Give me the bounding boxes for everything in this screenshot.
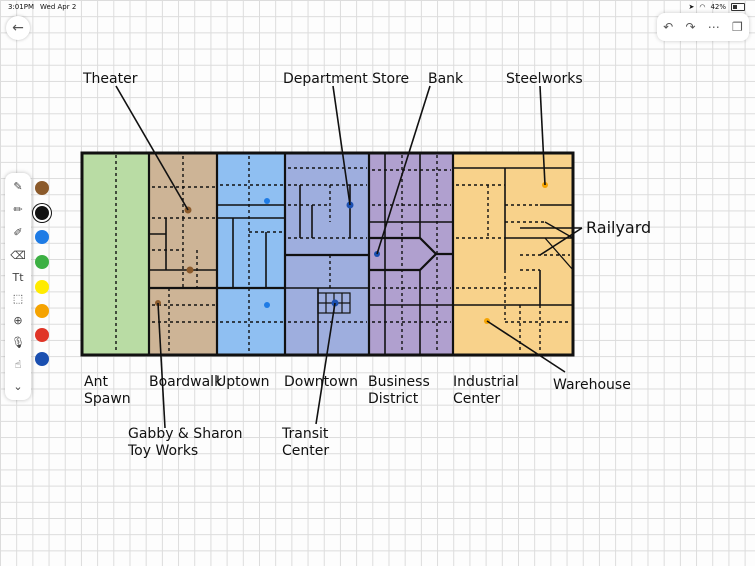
label-uptown: Uptown: [216, 374, 270, 390]
wifi-icon: ◠: [699, 3, 706, 11]
undo-icon[interactable]: ↶: [663, 20, 674, 34]
callout-lines: [115, 85, 583, 429]
highlighter-icon[interactable]: ✐: [13, 226, 23, 239]
swatch-green[interactable]: [35, 255, 49, 269]
top-toolbar: ↶ ↷ ⋯ ❐: [657, 13, 749, 41]
boardwalk-marker: [186, 266, 194, 274]
tool-palette: ✎ ✏ ✐ ⌫ Tt ⬚ ⊕ 🎙 ☝ ⌄: [5, 173, 31, 400]
status-date: Wed Apr 2: [40, 3, 77, 11]
label-department-store: Department Store: [283, 71, 409, 87]
district-industrial: [453, 153, 573, 355]
color-swatches: [31, 173, 53, 400]
eraser-icon[interactable]: ⌫: [10, 249, 26, 262]
label-downtown: Downtown: [284, 374, 358, 390]
status-time: 3:01PM: [8, 3, 34, 11]
chevron-down-icon[interactable]: ⌄: [13, 380, 23, 393]
swatch-orange[interactable]: [35, 304, 49, 318]
status-indicators: ➤ ◠ 42%: [688, 3, 745, 11]
label-railyard: Railyard: [586, 218, 651, 237]
location-icon: ➤: [688, 3, 695, 11]
lasso-icon[interactable]: ⬚: [12, 292, 24, 305]
label-boardwalk: Boardwalk: [149, 374, 223, 390]
district-uptown: [217, 153, 285, 355]
hand-icon[interactable]: ☝: [14, 358, 22, 371]
mic-icon[interactable]: 🎙: [11, 336, 25, 349]
uptown-marker-1: [264, 198, 270, 204]
label-theater: Theater: [82, 71, 138, 87]
swatch-yellow[interactable]: [35, 280, 49, 294]
label-warehouse: Warehouse: [553, 377, 631, 393]
uptown-marker-2: [264, 302, 270, 308]
back-arrow-icon[interactable]: ←: [6, 16, 30, 40]
battery-icon: [731, 3, 745, 11]
pencil-icon[interactable]: ✏: [13, 203, 23, 216]
swatch-black[interactable]: [35, 206, 49, 220]
more-icon[interactable]: ⋯: [707, 20, 720, 34]
pen-icon[interactable]: ✎: [13, 180, 23, 193]
redo-icon[interactable]: ↷: [685, 20, 696, 34]
swatch-navy[interactable]: [35, 352, 49, 366]
status-bar: 3:01PM Wed Apr 2 ➤ ◠ 42%: [0, 0, 755, 14]
label-steelworks: Steelworks: [506, 71, 583, 87]
add-icon[interactable]: ⊕: [13, 314, 23, 327]
text-icon[interactable]: Tt: [12, 271, 24, 284]
label-bank: Bank: [428, 71, 464, 87]
swatch-red[interactable]: [35, 328, 49, 342]
swatch-blue[interactable]: [35, 230, 49, 244]
major-streets: [80, 151, 575, 357]
battery-percent: 42%: [710, 3, 726, 11]
swatch-brown[interactable]: [35, 181, 49, 195]
pages-icon[interactable]: ❐: [732, 20, 743, 34]
